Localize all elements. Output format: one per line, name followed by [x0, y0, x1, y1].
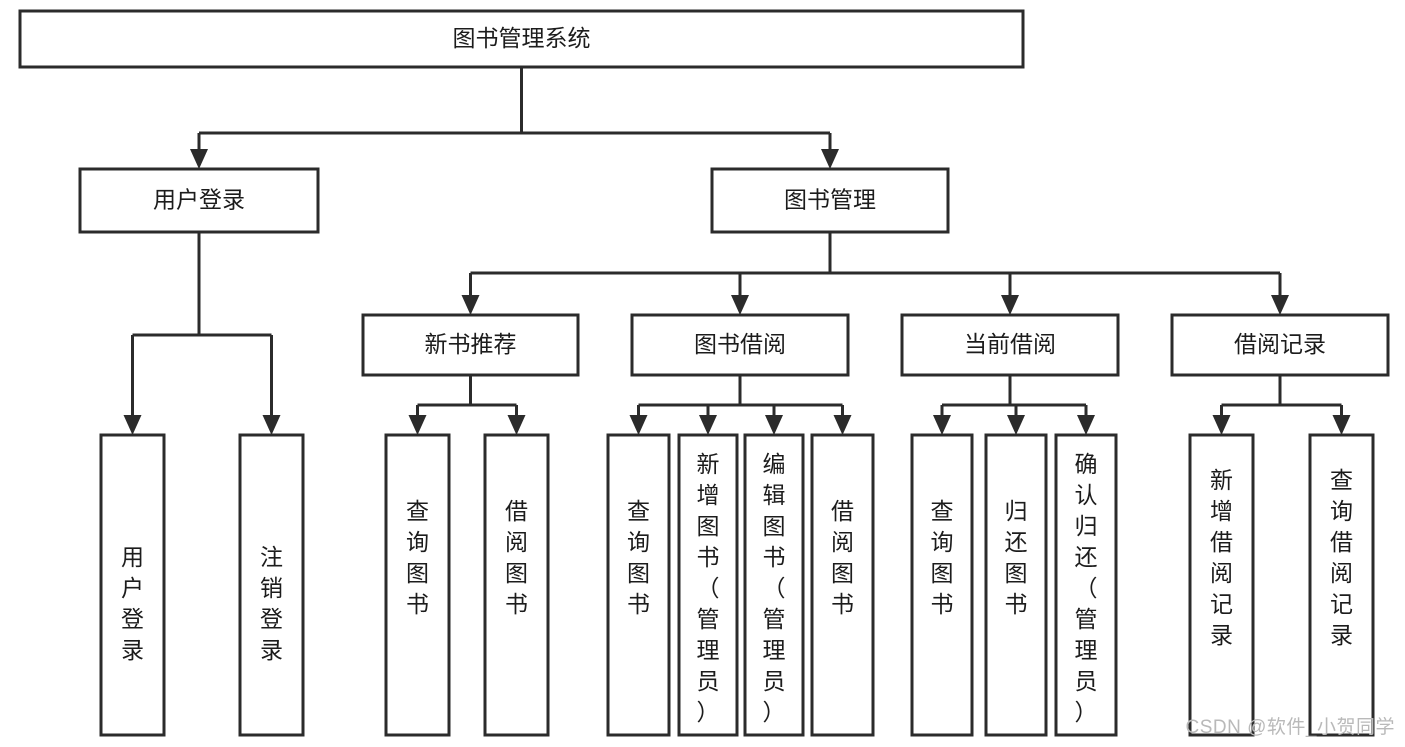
node-book-borrow[interactable]: 图书借阅	[630, 313, 850, 377]
node-label-leaf-add-borrow-record: 新增借阅记录	[1210, 467, 1233, 648]
node-label-leaf-query-book-borrow: 查询图书	[627, 498, 650, 617]
node-label-leaf-query-borrow-record: 查询借阅记录	[1330, 467, 1353, 648]
node-box-leaf-edit-book-admin	[743, 433, 805, 737]
node-leaf-add-book-admin[interactable]: 新增图书（管理员）	[677, 433, 739, 737]
node-label-book-management: 图书管理	[784, 187, 876, 213]
node-leaf-query-book-current[interactable]: 查询图书	[910, 433, 974, 737]
node-box-book-borrow	[630, 313, 850, 377]
node-label-leaf-borrow-book-rec: 借阅图书	[505, 498, 528, 617]
node-leaf-return-book[interactable]: 归还图书	[984, 433, 1048, 737]
node-user-login[interactable]: 用户登录	[78, 167, 320, 234]
node-new-book-recommend[interactable]: 新书推荐	[361, 313, 580, 377]
arrow-head-leaf-borrow-book-rec	[507, 415, 526, 435]
csdn-watermark: CSDN @软件_小贺同学	[1185, 717, 1395, 738]
node-leaf-confirm-return-admin[interactable]: 确认归还（管理员）	[1054, 433, 1118, 737]
arrow-head-borrow-record	[1271, 295, 1289, 315]
node-label-leaf-add-book-admin: 新增图书（管理员）	[697, 451, 720, 725]
arrow-head-leaf-add-book-admin	[699, 415, 717, 435]
node-box-leaf-user-login	[99, 433, 166, 737]
node-label-borrow-record: 借阅记录	[1234, 331, 1326, 357]
node-box-leaf-borrow-book-rec	[483, 433, 550, 737]
node-label-new-book-recommend: 新书推荐	[425, 331, 517, 357]
node-box-user-login	[78, 167, 320, 234]
node-box-leaf-borrow-book	[810, 433, 875, 737]
node-box-new-book-recommend	[361, 313, 580, 377]
arrow-head-leaf-logout	[262, 415, 281, 435]
node-label-current-borrow: 当前借阅	[964, 331, 1056, 357]
arrow-head-book-borrow	[731, 295, 749, 315]
node-label-leaf-logout: 注销登录	[260, 544, 283, 663]
node-leaf-query-book-rec[interactable]: 查询图书	[384, 433, 451, 737]
node-book-management[interactable]: 图书管理	[710, 167, 950, 234]
node-box-current-borrow	[900, 313, 1120, 377]
arrow-head-leaf-add-borrow-record	[1212, 415, 1231, 435]
node-label-root: 图书管理系统	[453, 25, 591, 51]
node-box-leaf-query-book-rec	[384, 433, 451, 737]
arrow-head-leaf-query-book-current	[933, 415, 951, 435]
arrow-head-leaf-borrow-book	[833, 415, 852, 435]
node-label-leaf-edit-book-admin: 编辑图书（管理员）	[763, 451, 786, 725]
arrow-head-leaf-confirm-return-admin	[1077, 415, 1095, 435]
node-label-leaf-query-book-current: 查询图书	[931, 498, 954, 617]
node-current-borrow[interactable]: 当前借阅	[900, 313, 1120, 377]
node-box-leaf-add-borrow-record	[1188, 433, 1255, 737]
node-label-leaf-query-book-rec: 查询图书	[406, 498, 429, 617]
node-label-leaf-borrow-book: 借阅图书	[831, 498, 854, 617]
node-label-user-login: 用户登录	[153, 187, 245, 213]
arrow-head-leaf-user-login	[123, 415, 142, 435]
node-label-leaf-confirm-return-admin: 确认归还（管理员）	[1075, 451, 1098, 725]
arrow-head-user-login	[190, 149, 208, 169]
node-label-leaf-user-login: 用户登录	[121, 544, 144, 663]
node-box-leaf-confirm-return-admin	[1054, 433, 1118, 737]
arrow-head-current-borrow	[1001, 295, 1019, 315]
node-leaf-borrow-book[interactable]: 借阅图书	[810, 433, 875, 737]
node-leaf-user-login[interactable]: 用户登录	[99, 433, 166, 737]
arrow-head-leaf-query-borrow-record	[1332, 415, 1351, 435]
arrow-head-leaf-edit-book-admin	[765, 415, 783, 435]
node-box-root	[18, 9, 1025, 69]
node-box-leaf-query-book-current	[910, 433, 974, 737]
node-layer: 图书管理系统用户登录图书管理新书推荐图书借阅当前借阅借阅记录用户登录注销登录查询…	[18, 9, 1390, 737]
node-leaf-query-book-borrow[interactable]: 查询图书	[606, 433, 671, 737]
node-box-leaf-query-borrow-record	[1308, 433, 1375, 737]
node-leaf-borrow-book-rec[interactable]: 借阅图书	[483, 433, 550, 737]
node-borrow-record[interactable]: 借阅记录	[1170, 313, 1390, 377]
node-box-book-management	[710, 167, 950, 234]
arrow-head-leaf-return-book	[1007, 415, 1025, 435]
node-leaf-add-borrow-record[interactable]: 新增借阅记录	[1188, 433, 1255, 737]
arrow-head-leaf-query-book-borrow	[629, 415, 648, 435]
node-leaf-query-borrow-record[interactable]: 查询借阅记录	[1308, 433, 1375, 737]
node-box-leaf-return-book	[984, 433, 1048, 737]
node-box-leaf-logout	[238, 433, 305, 737]
node-leaf-logout[interactable]: 注销登录	[238, 433, 305, 737]
arrow-head-book-management	[821, 149, 839, 169]
arrow-head-leaf-query-book-rec	[408, 415, 427, 435]
node-label-book-borrow: 图书借阅	[694, 331, 786, 357]
arrow-head-new-book-recommend	[461, 295, 480, 315]
node-box-leaf-query-book-borrow	[606, 433, 671, 737]
node-box-borrow-record	[1170, 313, 1390, 377]
node-root[interactable]: 图书管理系统	[18, 9, 1025, 69]
node-box-leaf-add-book-admin	[677, 433, 739, 737]
node-label-leaf-return-book: 归还图书	[1005, 498, 1028, 617]
node-leaf-edit-book-admin[interactable]: 编辑图书（管理员）	[743, 433, 805, 737]
connector-layer	[123, 67, 1351, 435]
